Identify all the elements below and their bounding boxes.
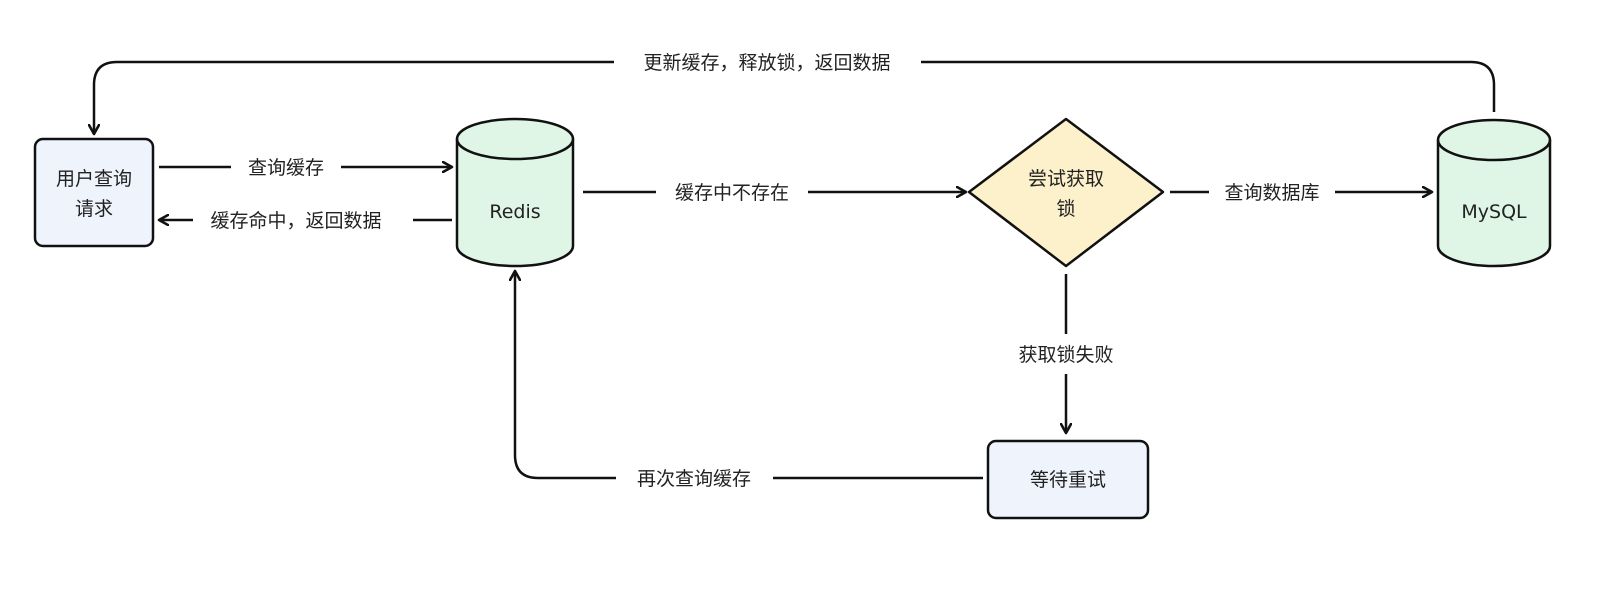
node-redis-label: Redis [489, 201, 540, 223]
edge-label-cache-hit: 缓存命中，返回数据 [210, 210, 381, 232]
node-try-lock-line1: 尝试获取 [1028, 168, 1104, 190]
edge-label-update-cache: 更新缓存，释放锁，返回数据 [643, 52, 890, 74]
edge-update-cache: 更新缓存，释放锁，返回数据 [94, 52, 1496, 134]
edge-cache-miss: 缓存中不存在 [583, 182, 966, 204]
edge-query-cache: 查询缓存 [159, 157, 452, 179]
node-wait-retry: 等待重试 [986, 439, 1150, 520]
edge-label-requery-cache: 再次查询缓存 [637, 468, 751, 490]
node-redis: Redis [455, 117, 575, 268]
node-wait-retry-label: 等待重试 [1030, 469, 1106, 491]
edge-query-db: 查询数据库 [1170, 182, 1432, 204]
node-user-request: 用户查询 请求 [33, 137, 155, 248]
edge-label-cache-miss: 缓存中不存在 [675, 182, 789, 204]
node-try-lock-line2: 锁 [1056, 198, 1075, 220]
edge-label-query-cache: 查询缓存 [248, 157, 324, 179]
edge-cache-hit: 缓存命中，返回数据 [159, 210, 452, 232]
node-try-lock: 尝试获取 锁 [967, 117, 1165, 268]
edge-lock-failed: 获取锁失败 [1018, 274, 1114, 433]
edge-label-query-db: 查询数据库 [1224, 182, 1319, 204]
edge-label-lock-failed: 获取锁失败 [1018, 344, 1113, 366]
node-user-request-line1: 用户查询 [56, 168, 132, 190]
node-mysql: MySQL [1436, 118, 1552, 268]
node-user-request-line2: 请求 [75, 198, 113, 220]
edge-requery-cache: 再次查询缓存 [515, 271, 983, 490]
node-mysql-label: MySQL [1461, 201, 1527, 223]
